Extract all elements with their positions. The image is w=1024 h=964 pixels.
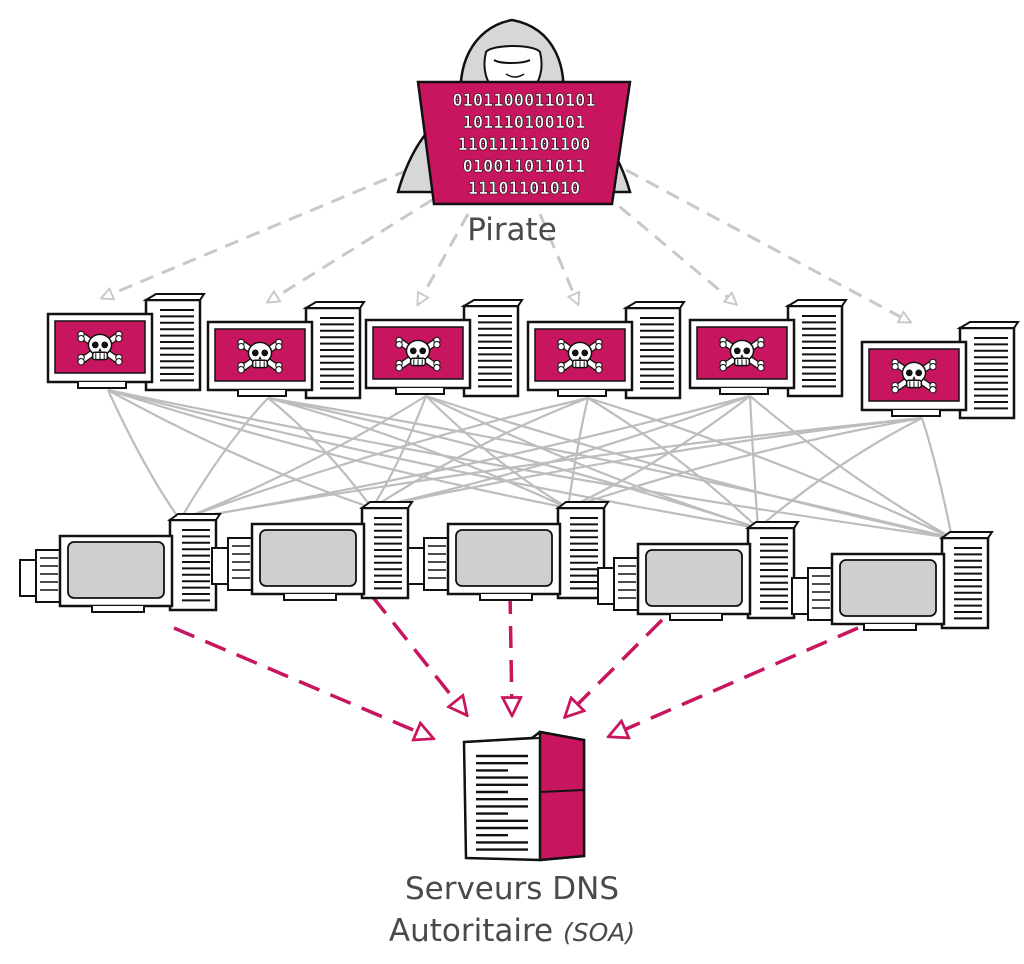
control-arrow	[601, 190, 736, 304]
attacker-label: Pirate	[467, 212, 557, 248]
mesh-line	[371, 416, 923, 510]
mesh-line	[267, 396, 953, 540]
infected-computer-3	[364, 299, 524, 398]
infected-hosts-row	[46, 293, 1020, 420]
mesh-line	[371, 395, 428, 509]
mesh-line	[267, 396, 569, 509]
infected-computer-1	[46, 293, 206, 392]
mesh-line	[567, 416, 923, 510]
laptop-screen	[416, 80, 632, 206]
attacker-figure: 0101100011010110111010010111011111011000…	[396, 18, 632, 206]
mesh-line	[757, 417, 923, 529]
skull-crossbones-icon	[237, 338, 283, 374]
attack-arrow	[173, 626, 432, 738]
reflector-computer-2	[211, 501, 414, 601]
dns-label-line1: Serveurs DNS	[404, 871, 620, 907]
control-arrow	[102, 168, 409, 298]
control-arrows	[102, 168, 910, 322]
mesh-line	[179, 396, 589, 522]
mesh-line	[179, 395, 427, 522]
reflector-computer-3	[407, 501, 610, 601]
attack-arrows	[173, 591, 859, 738]
skull-crossbones-icon	[395, 336, 441, 372]
binary-line: 010011011011	[463, 157, 586, 177]
attack-arrow	[610, 626, 859, 736]
dns-server-icon	[462, 730, 586, 862]
mesh-line	[107, 388, 953, 540]
mesh-line	[748, 395, 760, 529]
mesh-line	[371, 396, 589, 509]
control-arrow	[538, 213, 578, 304]
dns-server-label: Serveurs DNS Autoritaire (SOA)	[330, 868, 694, 954]
attack-arrow	[510, 591, 512, 714]
binary-line: 1101111101100	[457, 135, 590, 155]
mesh-line	[107, 388, 759, 530]
reflector-hosts-row	[19, 501, 994, 631]
mesh-line	[587, 397, 759, 529]
binary-line: 01011000110101	[452, 91, 595, 111]
binary-line: 11101101010	[468, 179, 581, 199]
control-arrow	[268, 198, 433, 302]
dns-label-main: Autoritaire	[388, 913, 554, 949]
mesh-line	[179, 416, 923, 522]
control-arrow	[418, 213, 470, 304]
dns-label-suffix: (SOA)	[562, 918, 636, 947]
mesh-line	[425, 395, 759, 530]
mesh-line	[107, 388, 569, 510]
mesh-line	[106, 389, 181, 521]
reflector-computer-1	[19, 513, 222, 613]
mesh-line	[107, 389, 373, 510]
mesh-line	[371, 394, 751, 510]
mesh-line	[587, 396, 953, 539]
attack-arrow	[566, 618, 664, 716]
mesh-line	[179, 397, 269, 521]
skull-crossbones-icon	[719, 336, 765, 372]
mesh-line	[566, 397, 590, 509]
skull-crossbones-icon	[557, 338, 603, 374]
attack-arrow	[370, 594, 466, 714]
reflector-computer-5	[791, 531, 994, 631]
mesh-line	[749, 395, 953, 539]
reflector-computer-4	[597, 521, 800, 621]
mesh-line	[267, 397, 373, 509]
mesh-line	[567, 395, 751, 509]
mesh-line	[920, 417, 954, 539]
skull-crossbones-icon	[891, 358, 937, 394]
infected-computer-4	[526, 301, 686, 400]
skull-crossbones-icon	[77, 330, 123, 366]
infected-computer-6	[860, 321, 1020, 420]
dns-label-line2: Autoritaire (SOA)	[330, 910, 694, 954]
control-arrow	[625, 168, 910, 322]
infected-computer-2	[206, 301, 366, 400]
mesh-connections	[106, 388, 954, 540]
binary-line: 101110100101	[463, 113, 586, 133]
infected-computer-5	[688, 299, 848, 398]
mesh-line	[267, 396, 759, 530]
